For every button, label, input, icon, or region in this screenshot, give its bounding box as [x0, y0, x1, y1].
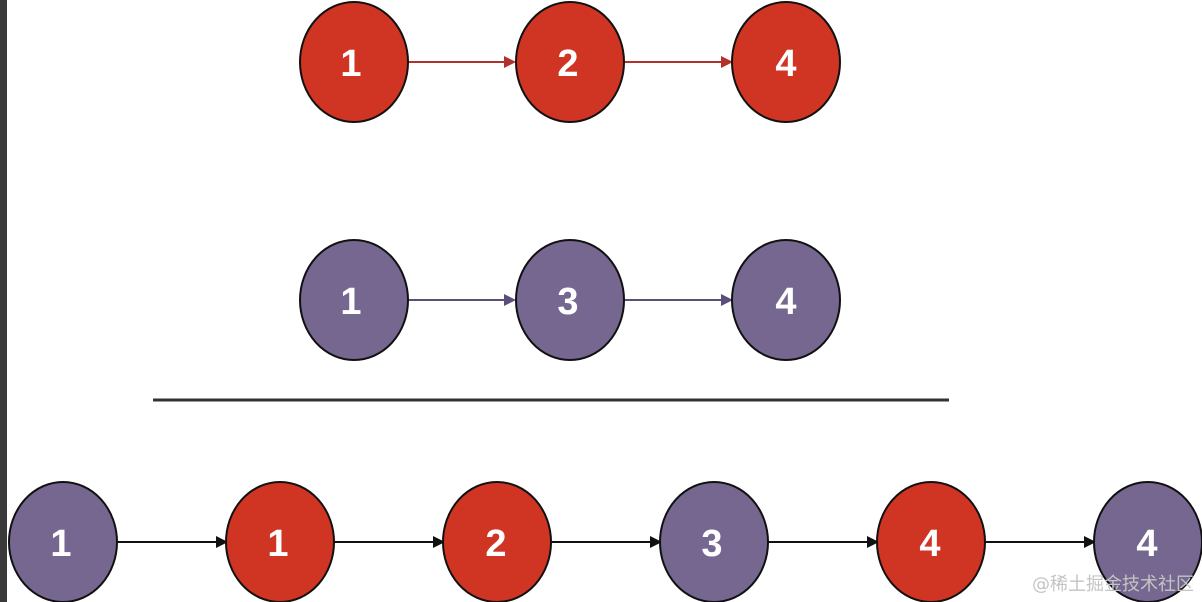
merged-node-4-label: 3 — [701, 523, 722, 565]
list-b-node-2-label: 3 — [557, 281, 578, 323]
list-a-node-1: 1 — [299, 1, 409, 123]
list-b-node-3-label: 4 — [775, 281, 796, 323]
merged-node-2-label: 1 — [267, 523, 288, 565]
watermark-text: @稀土掘金技术社区 — [1032, 574, 1194, 595]
merged-node-6: 4 — [1093, 481, 1202, 602]
list-b-node-1-label: 1 — [340, 281, 361, 323]
merged-node-1: 1 — [8, 481, 118, 602]
list-a-node-2: 2 — [515, 1, 625, 123]
merged-node-5: 4 — [876, 481, 986, 602]
merged-node-1-label: 1 — [50, 523, 71, 565]
merged-node-4: 3 — [659, 481, 769, 602]
merged-node-2: 1 — [225, 481, 335, 602]
list-b-node-1: 1 — [299, 239, 409, 361]
list-a-node-3: 4 — [731, 1, 841, 123]
merged-node-3: 2 — [442, 481, 552, 602]
window-left-edge — [0, 0, 7, 602]
merged-list: 1 1 2 3 4 4 — [8, 481, 1202, 602]
merged-node-6-label: 4 — [1136, 523, 1157, 565]
list-b: 1 3 4 — [299, 239, 841, 361]
list-a-node-2-label: 2 — [557, 43, 578, 85]
merged-node-5-label: 4 — [919, 523, 940, 565]
list-b-node-3: 4 — [731, 239, 841, 361]
list-a-node-1-label: 1 — [340, 43, 361, 85]
list-b-node-2: 3 — [515, 239, 625, 361]
merged-node-3-label: 2 — [485, 523, 506, 565]
list-a: 1 2 4 — [299, 1, 841, 123]
list-a-node-3-label: 4 — [775, 43, 796, 85]
